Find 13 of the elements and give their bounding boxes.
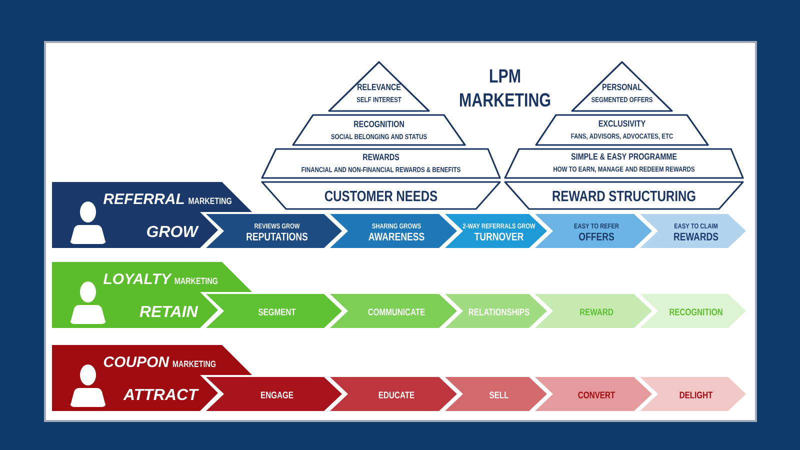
chevron-step: SEGMENT — [206, 294, 342, 328]
chevron-step: CONVERT — [535, 377, 652, 411]
chevron-step: COMMUNICATE — [330, 294, 457, 328]
chevron-step: SELL — [445, 377, 547, 411]
chevron-step: RELATIONSHIPS — [445, 294, 547, 328]
chevron-step: EDUCATE — [330, 377, 457, 411]
title: LPM MARKETING — [460, 69, 550, 107]
pyramid-base: REWARD STRUCTURING — [504, 181, 744, 210]
pyramid-base: CUSTOMER NEEDS — [261, 181, 501, 210]
chevron-step: ENGAGE — [206, 377, 342, 411]
chevron-step: DELIGHT — [640, 377, 746, 411]
chevron-step: RECOGNITION — [640, 294, 746, 328]
chevron-step: REWARD — [535, 294, 652, 328]
